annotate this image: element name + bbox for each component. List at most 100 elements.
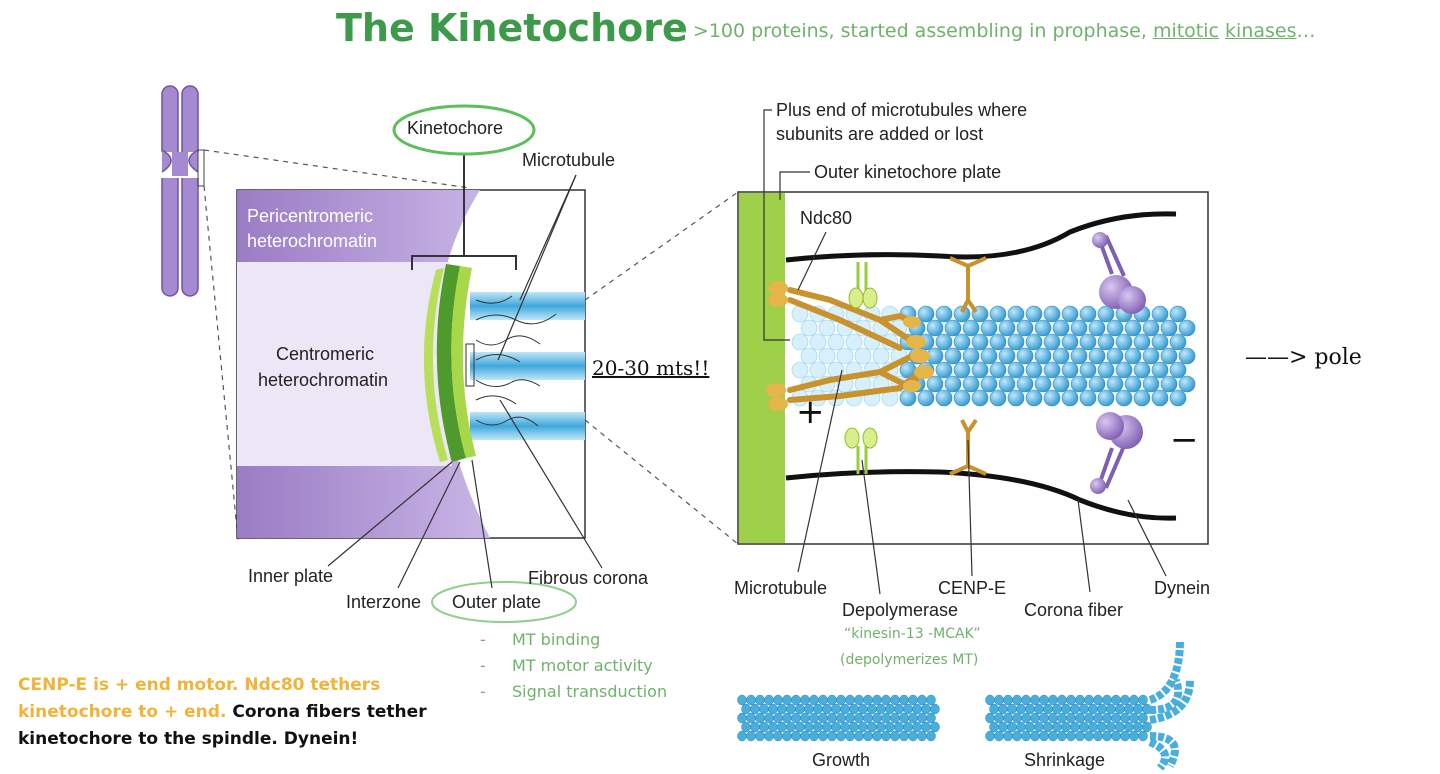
tubulin-subunit <box>890 730 900 742</box>
tubulin-subunit <box>1034 319 1052 337</box>
tubulin-subunit <box>1030 730 1040 742</box>
tubulin-subunit <box>1025 721 1035 733</box>
protofilament-curl <box>1148 738 1170 771</box>
tubulin-subunit <box>926 730 936 742</box>
cenp-e-proteins <box>949 256 987 476</box>
tubulin-subunit <box>1120 712 1130 724</box>
tubulin-subunit <box>1012 730 1022 742</box>
tubulin-subunit <box>863 730 873 742</box>
tubulin-subunit <box>1025 703 1035 715</box>
tubulin-subunit <box>822 721 832 733</box>
tubulin-subunit <box>881 694 891 706</box>
tubulin-subunit <box>998 721 1008 733</box>
tubulin-subunit <box>944 375 962 393</box>
tubulin-subunit <box>876 703 886 715</box>
tubulin-subunit <box>1142 721 1152 733</box>
tubulin-subunit <box>899 389 917 407</box>
tubulin-subunit <box>1061 703 1071 715</box>
tubulin-subunit <box>1106 721 1116 733</box>
tubulin-subunit <box>800 319 818 337</box>
tubulin-subunit <box>1012 694 1022 706</box>
summary-note-orange: CENP-E is + end motor. Ndc80 tethers kin… <box>18 675 381 722</box>
tubulin-subunit <box>872 694 882 706</box>
tubulin-subunit <box>1115 721 1125 733</box>
dynein-proteins <box>1090 232 1146 494</box>
tubulin-subunit <box>1070 347 1088 365</box>
subtitle-link-mitotic[interactable]: mitotic <box>1152 20 1219 42</box>
label-depolymerase: Depolymerase <box>842 600 959 620</box>
tubulin-subunit <box>845 694 855 706</box>
tubulin-subunit <box>1115 361 1133 379</box>
tubulin-subunit <box>1160 375 1178 393</box>
tubulin-subunit <box>1133 389 1151 407</box>
tubulin-subunit <box>818 712 828 724</box>
tubulin-subunit <box>1178 375 1196 393</box>
tubulin-subunit <box>746 712 756 724</box>
outer-plate-function-3: Signal transduction <box>512 682 668 701</box>
label-growth: Growth <box>812 750 871 770</box>
tubulin-subunit <box>1075 730 1085 742</box>
tubulin-subunit <box>980 375 998 393</box>
tubulin-subunit <box>917 305 935 323</box>
pole-direction: ——> pole <box>1245 345 1362 370</box>
tubulin-subunit <box>1115 389 1133 407</box>
tubulin-subunit <box>1124 721 1134 733</box>
tubulin-subunit <box>1070 703 1080 715</box>
tubulin-subunit <box>1151 333 1169 351</box>
tubulin-subunit <box>818 319 836 337</box>
tubulin-subunit <box>908 730 918 742</box>
tubulin-subunit <box>854 694 864 706</box>
subtitle-link-kinases[interactable]: kinases <box>1225 20 1297 42</box>
tubulin-subunit <box>872 347 890 365</box>
tubulin-subunit <box>800 694 810 706</box>
label-dynein: Dynein <box>1154 578 1211 598</box>
tubulin-subunit <box>1025 333 1043 351</box>
tubulin-subunit <box>1061 389 1079 407</box>
tubulin-subunit <box>809 333 827 351</box>
tubulin-subunit <box>1021 694 1031 706</box>
subtitle-ellipsis: … <box>1296 20 1316 42</box>
chromosome-icon <box>160 85 205 297</box>
tubulin-subunit <box>777 703 787 715</box>
tubulin-subunit <box>908 694 918 706</box>
tubulin-subunit <box>1039 712 1049 724</box>
tubulin-subunit <box>1151 361 1169 379</box>
tubulin-subunit <box>750 721 760 733</box>
tubulin-subunit <box>953 305 971 323</box>
tubulin-subunit <box>1129 712 1139 724</box>
tubulin-subunit <box>985 712 995 724</box>
tubulin-subunit <box>1160 319 1178 337</box>
tubulin-subunit <box>1115 333 1133 351</box>
tubulin-subunit <box>980 319 998 337</box>
tubulin-subunit <box>1061 721 1071 733</box>
protofilament-curl <box>1149 679 1194 724</box>
tubulin-subunit <box>930 721 940 733</box>
tubulin-subunit <box>881 730 891 742</box>
tubulin-subunit <box>926 319 944 337</box>
tubulin-subunit <box>813 721 823 733</box>
tubulin-subunit <box>989 721 999 733</box>
tubulin-subunit <box>1048 730 1058 742</box>
depolymerase-note-2: (depolymerizes MT) <box>840 652 979 668</box>
tubulin-subunit <box>827 712 837 724</box>
tubulin-subunit <box>985 694 995 706</box>
tubulin-subunit <box>786 703 796 715</box>
tubulin-subunit <box>926 694 936 706</box>
tubulin-subunit <box>935 305 953 323</box>
tubulin-subunit <box>836 694 846 706</box>
tubulin-subunit <box>1039 730 1049 742</box>
tubulin-subunit <box>1039 694 1049 706</box>
tubulin-subunit <box>944 319 962 337</box>
tubulin-subunit <box>863 694 873 706</box>
tubulin-subunit <box>1124 703 1134 715</box>
tubulin-subunit <box>1106 319 1124 337</box>
outer-plate-function-bullet-2: - <box>480 656 486 675</box>
tubulin-subunit <box>1120 730 1130 742</box>
ndc80-complexes <box>787 287 923 403</box>
tubulin-subunit <box>809 361 827 379</box>
subtitle: - >100 proteins, started assembling in p… <box>680 20 1316 42</box>
tubulin-subunit <box>1097 361 1115 379</box>
tubulin-subunit <box>836 712 846 724</box>
tubulin-subunit <box>998 703 1008 715</box>
tubulin-subunit <box>800 712 810 724</box>
